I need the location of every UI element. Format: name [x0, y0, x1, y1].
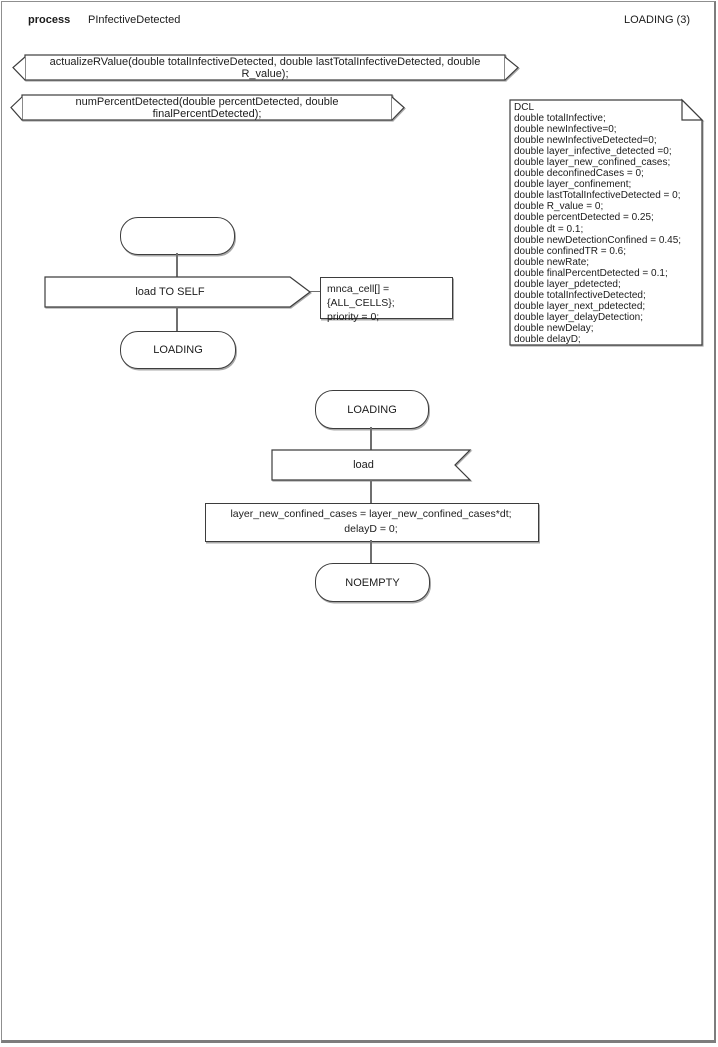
comment-connector: [310, 291, 320, 293]
comment-text: mnca_cell[] = {ALL_CELLS}; priority = 0;: [327, 283, 395, 323]
procedure-declaration-symbol: [12, 54, 519, 81]
input-label: load: [353, 459, 374, 471]
state-label: LOADING: [347, 403, 397, 416]
input-symbol: [271, 449, 472, 481]
state-symbol: LOADING: [315, 390, 429, 429]
output-symbol: [44, 276, 311, 308]
declaration-note-symbol: [509, 98, 704, 346]
comment-symbol: mnca_cell[] = {ALL_CELLS}; priority = 0;: [320, 277, 453, 323]
task-symbol: [205, 503, 539, 542]
flow-connector: [176, 307, 178, 331]
state-label: LOADING: [153, 344, 203, 356]
process-name: PInfectiveDetected: [88, 14, 181, 26]
dcl-lines: double totalInfective; double newInfecti…: [514, 113, 682, 345]
procedure-declaration-symbol: [10, 94, 405, 121]
output-label: load TO SELF: [135, 286, 205, 298]
state-label: NOEMPTY: [345, 576, 400, 589]
flow-connector: [370, 540, 372, 563]
procedure-signature: numPercentDetected(double percentDetecte…: [75, 95, 339, 120]
start-symbol: [120, 217, 235, 255]
flow-connector: [370, 427, 372, 450]
flow-connector: [176, 253, 178, 277]
state-symbol: LOADING: [120, 331, 236, 369]
declaration-text: DCL double totalInfective; double newInf…: [514, 102, 700, 345]
diagram-kind-label: process: [28, 14, 71, 26]
procedure-signature: actualizeRValue(double totalInfectiveDet…: [49, 55, 481, 80]
dcl-keyword: DCL: [514, 102, 535, 113]
task-text: layer_new_confined_cases = layer_new_con…: [230, 507, 512, 535]
page-label: LOADING (3): [623, 14, 690, 26]
flow-connector: [370, 480, 372, 503]
state-symbol: NOEMPTY: [315, 563, 430, 602]
